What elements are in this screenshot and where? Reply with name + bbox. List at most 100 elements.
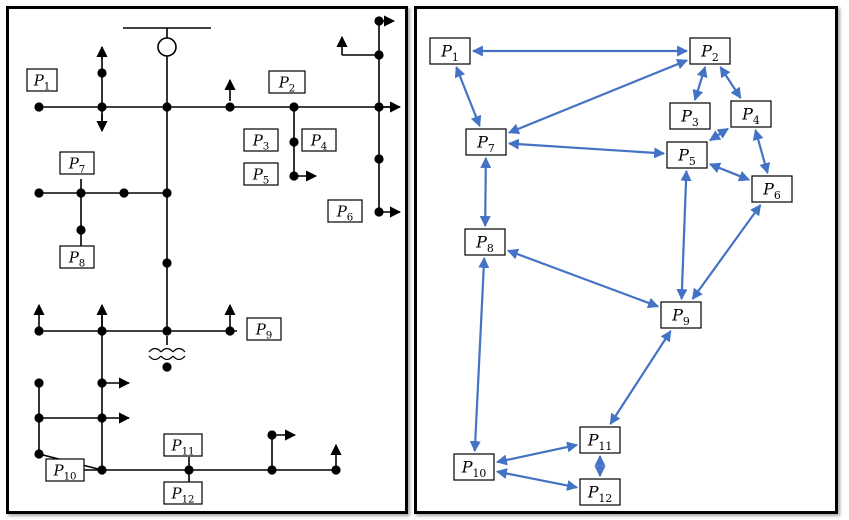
left-label-p5-main: P bbox=[252, 165, 264, 183]
left-label-p3-main: P bbox=[252, 131, 264, 149]
left-label-p9-subscript: 9 bbox=[266, 330, 272, 341]
edge-p4-p5 bbox=[709, 127, 729, 142]
node-p8-text: P8 bbox=[475, 233, 494, 255]
node-p9: P9 bbox=[660, 301, 702, 329]
left-label-p2-subscript: 2 bbox=[289, 83, 295, 94]
left-label-p8-main: P bbox=[68, 248, 80, 266]
left-label-p10-main: P bbox=[52, 461, 64, 479]
left-label-p12-text: P12 bbox=[170, 484, 194, 505]
left-label-p4-subscript: 4 bbox=[321, 141, 327, 152]
left-label-p9-main: P bbox=[255, 320, 267, 338]
node-p8-main: P bbox=[475, 233, 487, 252]
transformer-coil bbox=[160, 347, 174, 353]
bus-node bbox=[162, 362, 172, 372]
left-label-p1-text: P1 bbox=[33, 71, 51, 92]
left-label-p7: P7 bbox=[59, 151, 95, 175]
bus-node bbox=[34, 102, 44, 112]
edge-p8-p9 bbox=[506, 248, 660, 309]
left-label-p11: P11 bbox=[163, 433, 203, 457]
left-label-p9-text: P9 bbox=[255, 320, 273, 341]
transformer-coil bbox=[172, 347, 186, 353]
edge-p11-p10 bbox=[495, 441, 579, 466]
left-label-p5-box bbox=[243, 162, 279, 186]
node-p3-box bbox=[669, 102, 711, 130]
transformer-coil bbox=[148, 355, 162, 361]
edge-p2-p3 bbox=[692, 65, 708, 102]
edge-p9-p11 bbox=[609, 330, 672, 425]
generator-symbol bbox=[157, 37, 177, 57]
node-p1-main: P bbox=[440, 42, 452, 61]
left-label-p5: P5 bbox=[243, 162, 279, 186]
left-label-p11-subscript: 11 bbox=[182, 446, 195, 457]
node-p12-box bbox=[579, 478, 621, 506]
node-p2-main: P bbox=[700, 42, 712, 61]
bus-node bbox=[162, 258, 172, 268]
bus-node bbox=[97, 465, 107, 475]
node-p4: P4 bbox=[730, 100, 772, 128]
node-p9-box bbox=[660, 301, 702, 329]
left-label-p7-subscript: 7 bbox=[79, 164, 85, 175]
edge-p1-p7 bbox=[454, 65, 482, 128]
node-p9-text: P9 bbox=[671, 306, 690, 328]
node-p10-text: P10 bbox=[461, 458, 487, 480]
bus-node bbox=[225, 102, 235, 112]
node-p11-main: P bbox=[587, 431, 599, 450]
bus-node bbox=[119, 188, 129, 198]
left-label-p10-subscript: 10 bbox=[64, 471, 77, 482]
bus-node bbox=[34, 188, 44, 198]
bus-node bbox=[76, 225, 86, 235]
left-label-p12: P12 bbox=[163, 481, 203, 505]
node-p9-main: P bbox=[671, 306, 683, 325]
node-p4-text: P4 bbox=[741, 105, 760, 127]
left-label-p11-main: P bbox=[170, 436, 182, 454]
edge-p7-p8 bbox=[479, 156, 492, 228]
bus-node bbox=[97, 68, 107, 78]
node-p9-subscript: 9 bbox=[683, 315, 690, 328]
left-label-p1-subscript: 1 bbox=[44, 81, 50, 92]
node-p5-main: P bbox=[677, 146, 689, 165]
node-p11: P11 bbox=[579, 426, 621, 454]
node-p8-subscript: 8 bbox=[487, 242, 494, 255]
node-p4-main: P bbox=[741, 105, 753, 124]
left-label-p12-main: P bbox=[170, 484, 182, 502]
left-label-p6-main: P bbox=[336, 202, 348, 220]
node-p5-subscript: 5 bbox=[689, 155, 696, 168]
node-p7: P7 bbox=[465, 128, 507, 156]
left-label-p10-box bbox=[45, 458, 85, 482]
left-label-p7-text: P7 bbox=[68, 154, 86, 175]
left-label-p4-main: P bbox=[310, 131, 322, 149]
node-p6-text: P6 bbox=[762, 180, 781, 202]
edge-p7-p5 bbox=[507, 138, 666, 159]
left-label-p5-subscript: 5 bbox=[263, 175, 269, 186]
node-p11-box bbox=[579, 426, 621, 454]
node-p12: P12 bbox=[579, 478, 621, 506]
node-p2-text: P2 bbox=[700, 42, 719, 64]
node-p6-box bbox=[751, 175, 793, 203]
left-label-p3-text: P3 bbox=[252, 131, 270, 152]
left-label-p1: P1 bbox=[26, 68, 58, 92]
left-label-p12-box bbox=[163, 481, 203, 505]
edge-p6-p9 bbox=[691, 204, 762, 300]
left-label-p6-box bbox=[327, 199, 363, 223]
node-p2: P2 bbox=[689, 37, 731, 65]
left-label-p10: P10 bbox=[45, 458, 85, 482]
node-p11-subscript: 11 bbox=[598, 440, 612, 453]
node-p10-subscript: 10 bbox=[472, 467, 486, 480]
left-label-p8: P8 bbox=[59, 245, 95, 269]
node-p3-text: P3 bbox=[680, 107, 699, 129]
bus-node bbox=[162, 188, 172, 198]
left-label-p1-box bbox=[26, 68, 58, 92]
left-label-p4-text: P4 bbox=[310, 131, 328, 152]
node-p1-box bbox=[429, 37, 471, 65]
transformer-coil bbox=[160, 355, 174, 361]
node-p12-text: P12 bbox=[587, 483, 613, 505]
left-label-p7-box bbox=[59, 151, 95, 175]
left-label-p2-box bbox=[268, 70, 306, 94]
left-label-p4: P4 bbox=[301, 128, 337, 152]
left-label-p6-subscript: 6 bbox=[347, 212, 353, 223]
left-label-p10-text: P10 bbox=[52, 461, 76, 482]
left-label-p12-subscript: 12 bbox=[182, 494, 195, 505]
bus-node bbox=[162, 326, 172, 336]
node-p7-text: P7 bbox=[476, 133, 495, 155]
